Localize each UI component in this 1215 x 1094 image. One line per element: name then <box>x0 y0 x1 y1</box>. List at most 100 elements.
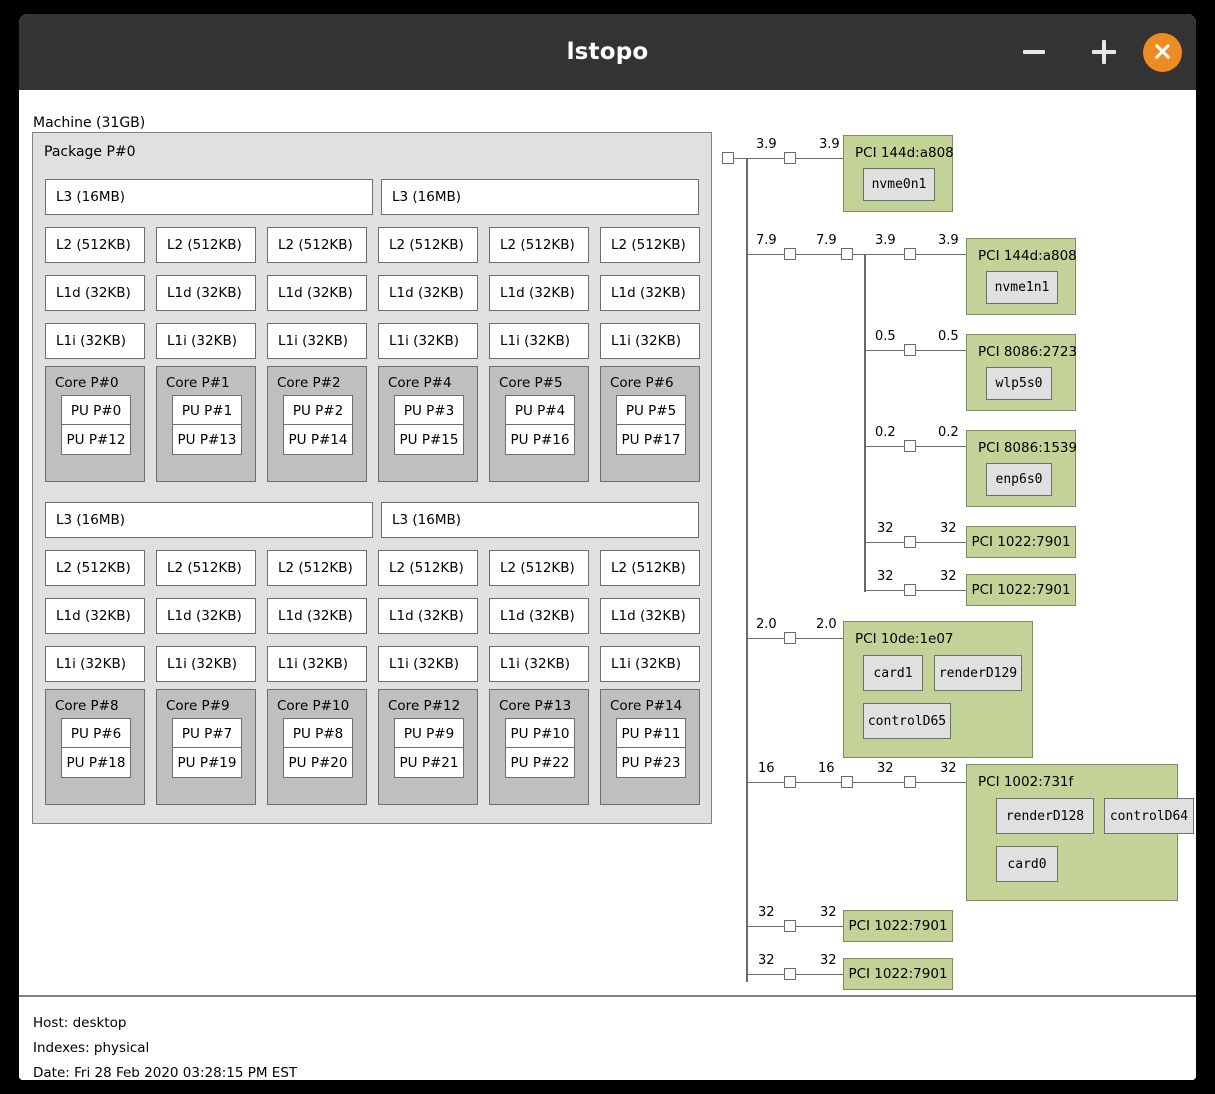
tree-link <box>852 781 904 784</box>
tree-link <box>864 589 905 592</box>
core-label: Core P#4 <box>388 375 452 391</box>
tree-link <box>746 253 785 256</box>
minimize-button[interactable] <box>1004 14 1064 90</box>
pci-device-box: PCI 1022:7901 <box>966 526 1076 558</box>
pu-box: PU P#0 <box>61 395 131 426</box>
pu-box: PU P#2 <box>283 395 353 426</box>
cache-l1d: L1d (32KB) <box>600 598 700 634</box>
cache-label: L1d (32KB) <box>56 285 131 301</box>
cache-l1i: L1i (32KB) <box>489 323 589 359</box>
bandwidth-label: 16 <box>758 761 775 776</box>
cache-l1d: L1d (32KB) <box>156 275 256 311</box>
cache-l1d: L1d (32KB) <box>45 598 145 634</box>
bandwidth-label: 16 <box>818 761 835 776</box>
cache-label: L1d (32KB) <box>56 608 131 624</box>
pci-title: PCI 1022:7901 <box>971 582 1071 598</box>
cache-label: L1d (32KB) <box>278 285 353 301</box>
bandwidth-label: 32 <box>877 761 894 776</box>
core-box: Core P#13 PU P#10 PU P#22 <box>489 689 589 805</box>
osdev-box: nvme0n1 <box>863 168 935 201</box>
pci-title: PCI 8086:1539 <box>978 440 1078 456</box>
cache-label: L1i (32KB) <box>278 333 348 349</box>
pci-title: PCI 8086:2723 <box>978 344 1078 360</box>
pci-device-box: PCI 8086:2723 wlp5s0 <box>966 334 1078 411</box>
pu-box: PU P#21 <box>394 747 464 779</box>
tree-spine <box>746 157 748 982</box>
pu-box: PU P#16 <box>505 424 575 456</box>
cache-label: L2 (512KB) <box>389 560 464 576</box>
bandwidth-label: 0.2 <box>938 425 959 440</box>
pu-box: PU P#6 <box>61 718 131 749</box>
cache-l1d: L1d (32KB) <box>378 598 478 634</box>
core-box: Core P#2 PU P#2 PU P#14 <box>267 366 367 482</box>
tree-link <box>795 253 842 256</box>
pci-device-box: PCI 10de:1e07 card1 renderD129 controlD6… <box>843 621 1033 758</box>
pci-title: PCI 1022:7901 <box>848 966 948 982</box>
close-button[interactable] <box>1137 14 1187 90</box>
tree-link <box>915 781 966 784</box>
pci-device-box: PCI 144d:a808 nvme0n1 <box>843 135 954 212</box>
cache-l1i: L1i (32KB) <box>378 646 478 682</box>
core-box: Core P#5 PU P#4 PU P#16 <box>489 366 589 482</box>
pu-box: PU P#1 <box>172 395 242 426</box>
cache-l1d: L1d (32KB) <box>45 275 145 311</box>
cache-l1i: L1i (32KB) <box>267 646 367 682</box>
cache-label: L2 (512KB) <box>278 560 353 576</box>
cache-l2: L2 (512KB) <box>600 227 700 263</box>
cache-l2: L2 (512KB) <box>378 550 478 586</box>
bandwidth-label: 7.9 <box>756 233 777 248</box>
pu-box: PU P#9 <box>394 718 464 749</box>
bandwidth-label: 32 <box>877 521 894 536</box>
cache-label: L1i (32KB) <box>500 333 570 349</box>
bandwidth-label: 3.9 <box>819 137 840 152</box>
core-box: Core P#10 PU P#8 PU P#20 <box>267 689 367 805</box>
tree-link <box>852 253 865 256</box>
cache-label: L1d (32KB) <box>278 608 353 624</box>
pu-box: PU P#11 <box>616 718 686 749</box>
maximize-button[interactable] <box>1074 14 1134 90</box>
tree-link <box>864 253 905 256</box>
tree-link <box>915 541 966 544</box>
tree-link <box>864 349 905 352</box>
pu-box: PU P#3 <box>394 395 464 426</box>
topology-canvas: Machine (31GB) Package P#0 L3 (16MB) L3 … <box>19 90 1196 1080</box>
core-box: Core P#0 PU P#0 PU P#12 <box>45 366 145 482</box>
bandwidth-label: 32 <box>820 953 837 968</box>
footer-indexes: Indexes: physical <box>33 1040 150 1056</box>
osdev-box: enp6s0 <box>986 463 1052 496</box>
cache-l1i: L1i (32KB) <box>600 323 700 359</box>
pu-box: PU P#12 <box>61 424 131 456</box>
bandwidth-label: 0.2 <box>875 425 896 440</box>
core-label: Core P#10 <box>277 698 350 714</box>
tree-link <box>915 589 966 592</box>
cache-label: L1d (32KB) <box>389 608 464 624</box>
cache-label: L1i (32KB) <box>389 656 459 672</box>
cache-l3: L3 (16MB) <box>381 502 699 538</box>
cache-label: L1i (32KB) <box>56 656 126 672</box>
cache-l1i: L1i (32KB) <box>378 323 478 359</box>
cache-l2: L2 (512KB) <box>600 550 700 586</box>
cache-label: L1i (32KB) <box>389 333 459 349</box>
cache-label: L2 (512KB) <box>611 237 686 253</box>
bandwidth-label: 32 <box>940 569 957 584</box>
pci-title: PCI 144d:a808 <box>855 145 954 161</box>
bandwidth-label: 32 <box>940 761 957 776</box>
pu-box: PU P#19 <box>172 747 242 779</box>
package-box: Package P#0 <box>32 132 712 824</box>
cache-l2: L2 (512KB) <box>267 227 367 263</box>
tree-link <box>795 925 843 928</box>
cache-l1i: L1i (32KB) <box>156 646 256 682</box>
cache-l1d: L1d (32KB) <box>267 275 367 311</box>
cache-l3: L3 (16MB) <box>45 179 373 215</box>
cache-l2: L2 (512KB) <box>156 227 256 263</box>
pu-box: PU P#18 <box>61 747 131 779</box>
cache-l1i: L1i (32KB) <box>45 646 145 682</box>
cache-l1d: L1d (32KB) <box>489 598 589 634</box>
pci-device-box: PCI 1022:7901 <box>843 910 953 942</box>
core-label: Core P#9 <box>166 698 230 714</box>
bandwidth-label: 32 <box>758 953 775 968</box>
core-box: Core P#9 PU P#7 PU P#19 <box>156 689 256 805</box>
cache-l2: L2 (512KB) <box>489 550 589 586</box>
tree-link <box>915 349 966 352</box>
pu-box: PU P#15 <box>394 424 464 456</box>
